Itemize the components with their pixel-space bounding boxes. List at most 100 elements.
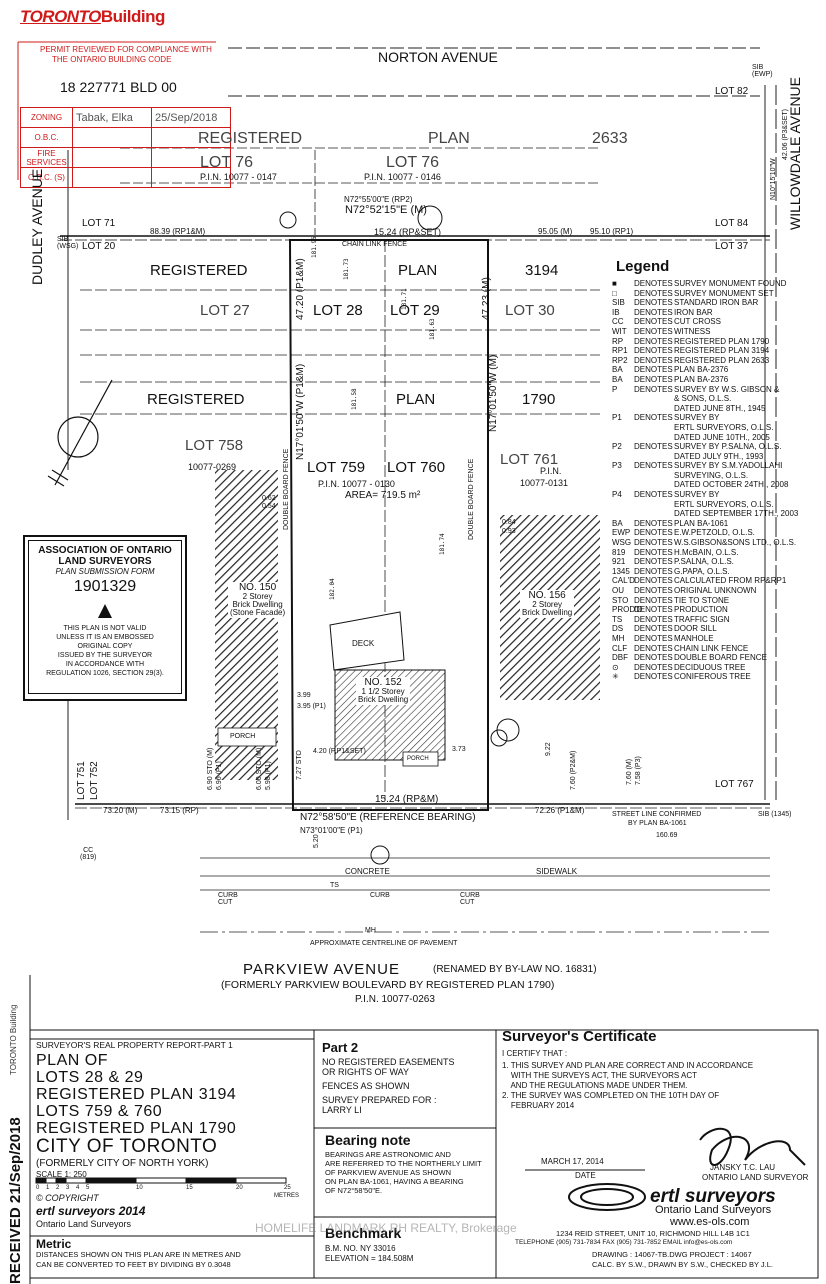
legend-description: WITNESS bbox=[674, 326, 711, 336]
benchmark-line: ELEVATION = 184.508M bbox=[325, 1254, 414, 1263]
lot-82-label: LOT 82 bbox=[715, 86, 749, 97]
legend-description: DOOR SILL bbox=[674, 624, 717, 634]
dim-696: 6.96 (P1) bbox=[216, 761, 223, 790]
metric-note-1: DISTANCES SHOWN ON THIS PLAN ARE IN METR… bbox=[36, 1250, 241, 1259]
registered-low-label: REGISTERED bbox=[147, 391, 245, 408]
legend-denotes: DENOTES bbox=[634, 279, 673, 288]
curb-label: CURB bbox=[370, 892, 390, 899]
certificate-line: 1. THIS SURVEY AND PLAN ARE CORRECT AND … bbox=[502, 1061, 754, 1070]
legend-symbol: WIT bbox=[612, 326, 627, 336]
legend-description: W.S.GIBSON&SONS LTD., O.L.S. bbox=[674, 538, 797, 548]
legend-symbol: ✳ bbox=[612, 672, 619, 682]
metric-heading: Metric bbox=[36, 1237, 72, 1251]
ols-note: THIS PLAN IS NOT VALID UNLESS IT IS AN E… bbox=[29, 624, 181, 678]
lot-20-label: LOT 20 bbox=[82, 241, 116, 252]
review-label: FIRE SERVICES bbox=[20, 147, 73, 168]
lot-71-label: LOT 71 bbox=[82, 218, 116, 229]
legend-denotes: DENOTES bbox=[634, 374, 673, 384]
firm-name: ertl surveyors bbox=[650, 1186, 776, 1207]
legend-denotes: DENOTES bbox=[634, 566, 673, 576]
area-label: AREA= 719.5 m² bbox=[345, 490, 421, 501]
legend-symbol: RP2 bbox=[612, 355, 628, 365]
dim-093: 0.93 bbox=[502, 528, 516, 535]
review-table: ZONING Tabak, Elka 25/Sep/2018 O.B.C. FI… bbox=[20, 107, 231, 188]
house-150-hatch bbox=[215, 470, 278, 780]
scale-unit: METRES bbox=[274, 1193, 300, 1199]
part2-line: OR RIGHTS OF WAY bbox=[322, 1067, 409, 1077]
review-reviewer: Tabak, Elka bbox=[72, 107, 152, 128]
legend-description: TIE TO STONE bbox=[674, 595, 730, 605]
ols-stamp-inner: ASSOCIATION OF ONTARIO LAND SURVEYORS PL… bbox=[28, 540, 182, 694]
double-board-fence-east: DOUBLE BOARD FENCE bbox=[468, 458, 475, 540]
legend-denotes: DENOTES bbox=[634, 557, 673, 567]
signature bbox=[699, 1127, 806, 1166]
subject-property-outline bbox=[288, 239, 489, 811]
ols-note-line: REGULATION 1026, SECTION 29(3). bbox=[46, 670, 164, 677]
dim-sw-rp: 73.15 (RP) bbox=[160, 806, 199, 815]
legend-denotes: DENOTES bbox=[634, 595, 673, 605]
stamp-line-1: PERMIT REVIEWED FOR COMPLIANCE WITH bbox=[40, 45, 212, 54]
realty-watermark: HOMELIFE LANDMARK RH REALTY, Brokerage bbox=[255, 1221, 517, 1235]
firm-web: www.es-ols.com bbox=[670, 1216, 750, 1228]
lot-30-label: LOT 30 bbox=[505, 302, 555, 319]
legend-denotes: DENOTES bbox=[634, 365, 673, 375]
porch-west-label: PORCH bbox=[230, 733, 256, 740]
dudley-avenue-label: DUDLEY AVENUE bbox=[29, 168, 45, 285]
bearing-note-line: OF N72°58'50"E. bbox=[325, 1186, 383, 1195]
legend-description: PLAN BA-2376 bbox=[674, 374, 729, 384]
dim-922: 9.22 bbox=[545, 742, 552, 756]
legend-symbol bbox=[612, 480, 634, 490]
part2-line: NO REGISTERED EASEMENTS bbox=[322, 1057, 455, 1067]
scale-tick: 2 bbox=[56, 1185, 60, 1191]
certificate-block: Surveyor's Certificate I CERTIFY THAT : … bbox=[502, 1028, 812, 1111]
bearing-bottom-ref: N72°58'50"E (REFERENCE BEARING) bbox=[300, 812, 476, 823]
pin-0131: 10077-0131 bbox=[520, 478, 569, 488]
scale-tick: 20 bbox=[236, 1185, 243, 1191]
bearing-note-line: ON PLAN BA-1061, HAVING A BEARING bbox=[325, 1177, 464, 1186]
house-152-storeys: 1 1/2 Storey bbox=[361, 687, 405, 696]
drawing-project: DRAWING : 14067-TB.DWG PROJECT : 14067 bbox=[592, 1250, 752, 1259]
legend-denotes: DENOTES bbox=[634, 662, 673, 672]
legend-symbol: P bbox=[612, 384, 618, 394]
legend-description: & SONS, O.L.S. bbox=[674, 394, 732, 404]
part2-line: LARRY LI bbox=[322, 1105, 362, 1115]
deck-outline bbox=[329, 611, 405, 671]
dim-sw-m: 73.20 (M) bbox=[103, 806, 138, 815]
review-row: O.B.C. (S) bbox=[20, 167, 231, 188]
trees bbox=[279, 205, 520, 865]
legend-symbol: ■ bbox=[612, 279, 617, 288]
sib-1345: SIB (1345) bbox=[758, 811, 791, 818]
legend-description: TRAFFIC SIGN bbox=[674, 614, 730, 624]
dim-727: 7.27 STO bbox=[296, 750, 303, 780]
legend-denotes: DENOTES bbox=[634, 528, 673, 538]
ertl-logo bbox=[568, 1183, 646, 1211]
legend-description: MANHOLE bbox=[674, 633, 714, 643]
legend-denotes: DENOTES bbox=[634, 547, 673, 557]
review-row: FIRE SERVICES bbox=[20, 147, 231, 168]
legend-symbol: BA bbox=[612, 365, 623, 375]
legend-denotes: DENOTES bbox=[634, 355, 673, 365]
bearing-east-side: N17°01'50"W (M) bbox=[488, 354, 499, 432]
house-152-type: Brick Dwelling bbox=[358, 695, 409, 704]
legend-description: PLAN BA-2376 bbox=[674, 365, 729, 375]
firm-address: 1234 REID STREET, UNIT 10, RICHMOND HILL… bbox=[556, 1229, 750, 1238]
sib-ewp-code: SIB bbox=[752, 64, 764, 71]
elevation-label: 181.63 bbox=[429, 318, 436, 340]
legend-description: DOUBLE BOARD FENCE bbox=[674, 653, 767, 663]
legend-description: PLAN BA-1061 bbox=[674, 518, 729, 528]
legend-symbol bbox=[612, 394, 634, 404]
certificate-line: AND THE REGULATIONS MADE UNDER THEM. bbox=[502, 1081, 688, 1090]
ols-note-line: UNLESS IT IS AN EMBOSSED bbox=[56, 634, 154, 641]
legend-symbol: 819 bbox=[612, 547, 626, 557]
pin-0131-prefix: P.I.N. bbox=[540, 466, 562, 476]
dim-084: 0.84 bbox=[502, 519, 516, 526]
legend-denotes: DENOTES bbox=[634, 490, 673, 500]
willowdale-lines bbox=[764, 85, 777, 800]
sib-1345-code: SIB bbox=[758, 811, 770, 818]
norton-avenue-label: NORTON AVENUE bbox=[378, 49, 498, 65]
sib-1345-source: (1345) bbox=[771, 811, 792, 818]
review-label: ZONING bbox=[20, 107, 73, 128]
